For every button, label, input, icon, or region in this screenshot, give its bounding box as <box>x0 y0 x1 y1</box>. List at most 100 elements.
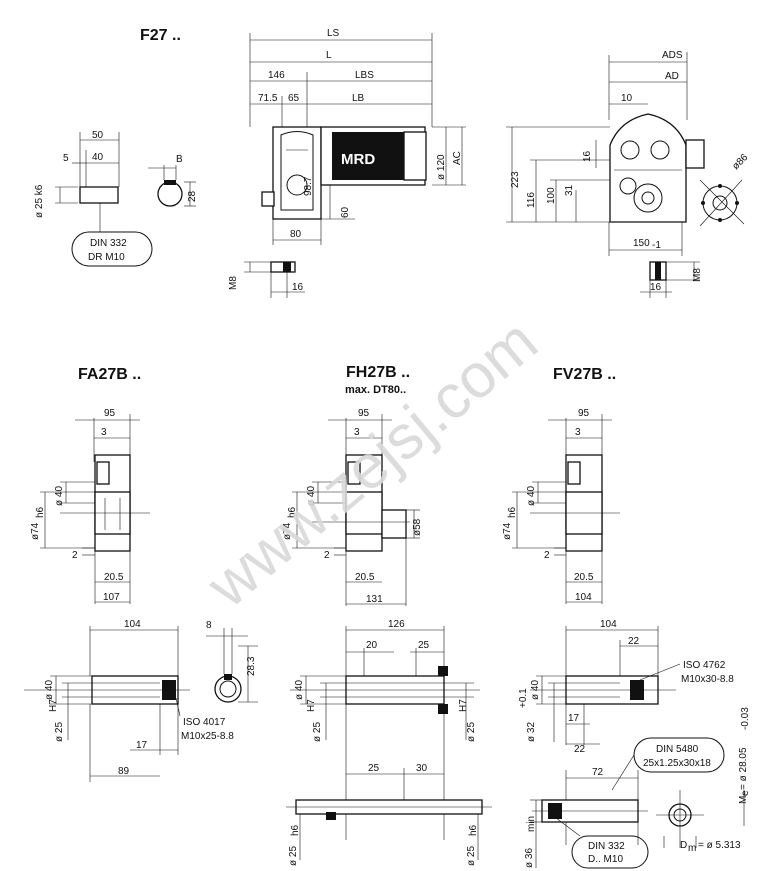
f27-front-housing <box>609 113 687 223</box>
dim-40: 40 <box>92 152 104 163</box>
fv-din5480-spec: 25x1.25x30x18 <box>643 758 711 769</box>
fa-phi40: ø 40 <box>54 486 65 506</box>
fv-shaft-22b: 22 <box>574 744 586 755</box>
fh-shaft-30: 30 <box>416 763 428 774</box>
f27-shaft-end <box>157 181 183 207</box>
dim-28: 28 <box>187 190 198 202</box>
fv27b-hollow-shaft: 104 22 ISO 4762 M10x30-8.8 ø 40 ø 32 +0.… <box>518 619 751 869</box>
fh-shaft-phi25-h6: ø 25 <box>288 846 299 866</box>
din332-label: DIN 332 <box>90 238 127 249</box>
fa27b-side-view: 95 3 ø 40 ø74 h6 2 20.5 107 <box>30 408 150 604</box>
din332-callout <box>71 231 153 267</box>
f27-output-shaft <box>261 191 275 207</box>
fa-3: 3 <box>101 427 107 438</box>
fv-shaft-17: 17 <box>568 713 580 724</box>
f27-gear-housing <box>272 126 322 220</box>
title-fh27b: FH27B .. <box>346 364 410 381</box>
fv-shaft-phi32-sub: +0.1 <box>518 688 529 708</box>
dim-5: 5 <box>63 153 69 164</box>
fh-shaft-phi25-h6-right: ø 25 <box>466 846 477 866</box>
fv-din332-label: DIN 332 <box>588 841 625 852</box>
dim-phi25k6: ø 25 k6 <box>34 184 45 218</box>
fv-phi74-sub: h6 <box>507 506 518 518</box>
f27-front-view: ADS AD 10 223 116 100 31 16 150 -1 <box>506 50 751 298</box>
fh-131: 131 <box>366 594 383 605</box>
dim-98-7: 98.7 <box>303 176 314 196</box>
dim-16-front: 16 <box>582 150 593 162</box>
dim-ad: AD <box>665 71 679 82</box>
fv-din332-callout <box>571 835 649 869</box>
dim-ls: LS <box>327 28 340 39</box>
title-fv27b: FV27B .. <box>553 366 616 383</box>
dim-m8: M8 <box>228 276 239 290</box>
dim-50: 50 <box>92 130 104 141</box>
fa-shaft-89: 89 <box>118 766 130 777</box>
fv-3: 3 <box>575 427 581 438</box>
fh-20-5: 20.5 <box>355 572 375 583</box>
fv-dm: D <box>680 840 687 851</box>
fh-phi58: ø58 <box>412 518 423 536</box>
fa-2: 2 <box>72 550 78 561</box>
fh-shaft-25: 25 <box>418 640 430 651</box>
fh-phi74: ø74 <box>282 522 293 540</box>
fv-dm-val: = ø 5.313 <box>698 840 741 851</box>
fh-shaft-126: 126 <box>388 619 405 630</box>
fh-shaft-phi25-h6-right-sub: h6 <box>468 824 479 836</box>
dim-150-sub: -1 <box>652 240 661 251</box>
f27-shaft <box>79 186 119 204</box>
fa27b-hollow-shaft: 104 ø 40 ø 25 H7 17 89 ISO 4017 M10x25-8… <box>24 619 258 782</box>
fh-shaft-phi25-sub: H7 <box>306 699 317 712</box>
dim-223: 223 <box>510 171 521 188</box>
fa-shaft-phi40: ø 40 <box>44 680 55 700</box>
fh27b-shrink-disc <box>381 509 407 539</box>
fa-shaft-phi25-sub: H7 <box>48 699 59 712</box>
dim-16: 16 <box>292 282 304 293</box>
fv-iso-spec: M10x30-8.8 <box>681 674 734 685</box>
fa-shaft-28-3: 28.3 <box>246 656 257 676</box>
fv-shaft-phi36-sub: min <box>526 816 537 832</box>
fv-dm-sub: m <box>688 843 696 854</box>
fv-shaft-phi40: ø 40 <box>530 680 541 700</box>
dim-l: L <box>326 50 332 61</box>
fv-din5480-label: DIN 5480 <box>656 744 699 755</box>
fa-95: 95 <box>104 408 116 419</box>
fv-shaft-phi32: ø 32 <box>526 722 537 742</box>
fv-shaft-22: 22 <box>628 636 640 647</box>
f27-motor-label-plate <box>332 132 404 180</box>
fh27b-side-view: 95 3 ø 40 ø74 h6 ø58 2 20.5 131 <box>282 408 423 606</box>
fa-iso-spec: M10x25-8.8 <box>181 731 234 742</box>
fa-shaft-8: 8 <box>206 620 212 631</box>
fv-phi40: ø 40 <box>526 486 537 506</box>
fv-iso-label: ISO 4762 <box>683 660 726 671</box>
fh-95: 95 <box>358 408 370 419</box>
fv-95: 95 <box>578 408 590 419</box>
dim-16-right: 16 <box>650 282 662 293</box>
fh-shaft-phi25: ø 25 <box>312 722 323 742</box>
fv-shaft-72: 72 <box>592 767 604 778</box>
fh-shaft-phi40: ø 40 <box>294 680 305 700</box>
fh-shaft-25b: 25 <box>368 763 380 774</box>
dim-lb: LB <box>352 93 365 104</box>
fv-me-val: = ø 28.05 <box>738 747 749 790</box>
dim-100: 100 <box>546 187 557 204</box>
brand-label: MRD <box>341 151 375 168</box>
fh-phi74-sub: h6 <box>287 506 298 518</box>
title-f27: F27 .. <box>140 27 181 44</box>
fv-me-tol: -0.03 <box>740 707 751 730</box>
fv-2: 2 <box>544 550 550 561</box>
dim-146: 146 <box>268 70 285 81</box>
fa-20-5: 20.5 <box>104 572 124 583</box>
fv-20-5: 20.5 <box>574 572 594 583</box>
dim-phi120: ø 120 <box>436 154 447 180</box>
fv-shaft-phi36: ø 36 <box>524 848 535 868</box>
fh-shaft-phi25-right-sub: H7 <box>458 699 469 712</box>
fh-2: 2 <box>324 550 330 561</box>
dim-m8-right: M8 <box>692 268 703 282</box>
fa-iso-label: ISO 4017 <box>183 717 226 728</box>
dim-b: B <box>176 154 183 165</box>
dim-60: 60 <box>340 206 351 218</box>
fa-shaft-104: 104 <box>124 619 141 630</box>
fv27b-side-view: 95 3 ø 40 ø74 h6 2 20.5 104 <box>502 408 620 604</box>
fa-shaft-17: 17 <box>136 740 148 751</box>
dim-10: 10 <box>621 93 633 104</box>
